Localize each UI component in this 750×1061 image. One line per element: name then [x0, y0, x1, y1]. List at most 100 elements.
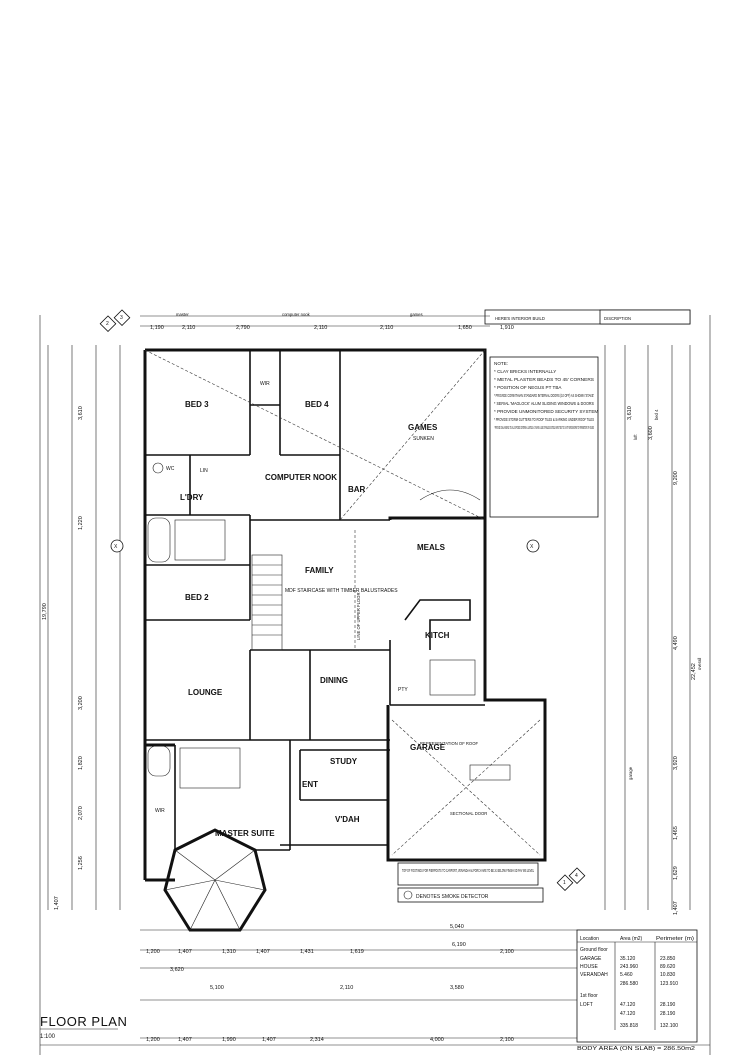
x-marker-left: X: [110, 539, 124, 553]
svg-text:X: X: [114, 544, 118, 550]
title-block-header: HERB'S INTERIOR BUILD DISCRIPTION: [484, 309, 691, 325]
svg-text:35.120: 35.120: [620, 956, 636, 962]
footings-note: TOP OF FOOTINGS FOR PIERPOSTS TO CARPORT…: [397, 862, 539, 886]
svg-text:2,100: 2,100: [500, 949, 514, 955]
svg-text:3: 3: [120, 315, 123, 321]
svg-text:1,310: 1,310: [222, 949, 236, 955]
svg-text:1,220: 1,220: [78, 516, 84, 530]
header-block-text: HERB'S INTERIOR BUILD: [495, 316, 545, 321]
floor-plan-title: FLOOR PLAN: [40, 1014, 127, 1029]
svg-text:1,407: 1,407: [256, 949, 270, 955]
svg-text:1,629: 1,629: [673, 866, 679, 880]
svg-text:2,314: 2,314: [310, 1037, 324, 1043]
svg-text:3,610: 3,610: [627, 406, 633, 420]
svg-text:1,407: 1,407: [54, 896, 60, 910]
right-dimension-chain: 3,610 3,600 9,200 4,490 3,920 22,452 1,4…: [604, 345, 702, 915]
smoke-detector-legend: DENOTES SMOKE DETECTOR: [397, 887, 544, 903]
description-label: DISCRIPTION: [604, 316, 631, 321]
x-marker-right: X: [526, 539, 540, 553]
svg-text:1,200: 1,200: [146, 1037, 160, 1043]
room-kitchen: KITCH: [425, 631, 450, 640]
svg-text:HOUSE: HOUSE: [580, 964, 598, 970]
bottom-dimensions: 5,040 6,190 1,200 1,407 1,310 1,407 1,43…: [140, 924, 580, 1043]
room-meals: MEALS: [417, 543, 446, 552]
svg-text:GARAGE: GARAGE: [580, 956, 602, 962]
svg-text:1,200: 1,200: [146, 949, 160, 955]
svg-text:games: games: [410, 312, 423, 317]
note-item: * PROVIDE CORINTHIAN STANDARD INTERNAL D…: [494, 393, 594, 398]
svg-text:Perimeter (m): Perimeter (m): [656, 936, 694, 942]
svg-text:master: master: [176, 312, 189, 317]
svg-text:1,190: 1,190: [150, 325, 164, 331]
drawing-scale: 1:100: [40, 1034, 56, 1040]
svg-text:3,620: 3,620: [170, 967, 184, 973]
room-wc: WC: [166, 466, 175, 472]
staircase-note: MDF STAIRCASE WITH TIMBER BALUSTRADES: [285, 588, 398, 594]
svg-text:computer nook: computer nook: [282, 312, 311, 317]
room-games: GAMES: [408, 423, 438, 432]
svg-text:TOP OF FOOTINGS FOR PIERPOSTS: TOP OF FOOTINGS FOR PIERPOSTS TO CARPORT…: [402, 868, 534, 873]
room-lin: LIN: [200, 468, 208, 474]
svg-text:X: X: [530, 544, 534, 550]
svg-text:2,110: 2,110: [182, 325, 195, 331]
garage-door-label: SECTIONAL DOOR: [450, 811, 487, 816]
room-bar: BAR: [348, 485, 366, 494]
svg-text:VERANDAH: VERANDAH: [580, 972, 608, 978]
svg-text:3,920: 3,920: [673, 756, 679, 770]
svg-text:1,256: 1,256: [78, 856, 84, 870]
svg-text:2,070: 2,070: [78, 806, 84, 820]
room-wir-top: WIR: [260, 381, 270, 387]
svg-text:2,790: 2,790: [236, 325, 250, 331]
svg-text:4,490: 4,490: [673, 636, 679, 650]
svg-text:89.620: 89.620: [660, 964, 676, 970]
house-walls: [143, 348, 547, 932]
svg-text:BODY AREA (ON SLAB) = 286.50m2: BODY AREA (ON SLAB) = 286.50m2: [577, 1046, 695, 1052]
room-bed-2: BED 2: [185, 593, 209, 602]
svg-text:47.120: 47.120: [620, 1011, 636, 1017]
svg-text:overall: overall: [697, 658, 702, 670]
section-marker-bottom: 1 4: [556, 867, 586, 892]
svg-text:1,650: 1,650: [458, 325, 472, 331]
note-item: * POSITION OF NEGUS PT TBA: [494, 385, 562, 390]
svg-text:Location: Location: [580, 936, 599, 942]
svg-text:1,407: 1,407: [673, 901, 679, 915]
top-dimension-chain: 1,190 2,110 2,790 2,110 2,110 1,650 1,91…: [140, 312, 514, 331]
drawing-title: FLOOR PLAN 1:100: [40, 1014, 127, 1040]
svg-text:5,100: 5,100: [210, 985, 224, 991]
svg-text:1st floor: 1st floor: [580, 993, 598, 999]
svg-text:4,000: 4,000: [430, 1037, 444, 1043]
svg-text:47.120: 47.120: [620, 1002, 636, 1008]
room-pantry: PTY: [398, 687, 408, 693]
svg-text:1,407: 1,407: [178, 1037, 192, 1043]
svg-text:3,600: 3,600: [648, 426, 654, 440]
svg-text:1,407: 1,407: [262, 1037, 276, 1043]
room-lounge: LOUNGE: [188, 688, 223, 697]
svg-text:1,465: 1,465: [673, 826, 679, 840]
svg-text:LOFT: LOFT: [580, 1002, 593, 1008]
room-entry: ENT: [302, 780, 318, 789]
interior-walls: [144, 349, 541, 856]
svg-text:19,790: 19,790: [42, 603, 48, 620]
games-sunken: SUNKEN: [413, 436, 434, 442]
note-item: * METAL PLASTER BEADS TO 45' CORNERS: [494, 377, 594, 382]
svg-text:1,407: 1,407: [178, 949, 192, 955]
notes-heading: NOTE:: [494, 361, 508, 366]
svg-text:23.850: 23.850: [660, 956, 676, 962]
svg-text:28.190: 28.190: [660, 1002, 676, 1008]
svg-text:garage: garage: [628, 766, 633, 780]
note-item: * PROVIDE UNMONITORED SECURITY SYSTEM: [494, 409, 598, 414]
svg-text:3,610: 3,610: [78, 406, 84, 420]
svg-text:loft: loft: [633, 434, 638, 440]
svg-text:3,580: 3,580: [450, 985, 464, 991]
svg-text:Area (m2): Area (m2): [620, 936, 643, 942]
area-table: Location Area (m2) Perimeter (m) Ground …: [576, 929, 698, 1052]
section-marker-top: 2 3: [99, 309, 131, 333]
room-family: FAMILY: [305, 566, 334, 575]
svg-text:5.460: 5.460: [620, 972, 633, 978]
svg-text:1,990: 1,990: [222, 1037, 236, 1043]
room-verandah: V'DAH: [335, 815, 360, 824]
left-dimension-chain: 19,790 3,610 1,220 3,200 1,820 2,070 1,2…: [42, 345, 121, 910]
svg-text:2,100: 2,100: [500, 1037, 514, 1043]
svg-text:bed 4: bed 4: [654, 409, 659, 420]
